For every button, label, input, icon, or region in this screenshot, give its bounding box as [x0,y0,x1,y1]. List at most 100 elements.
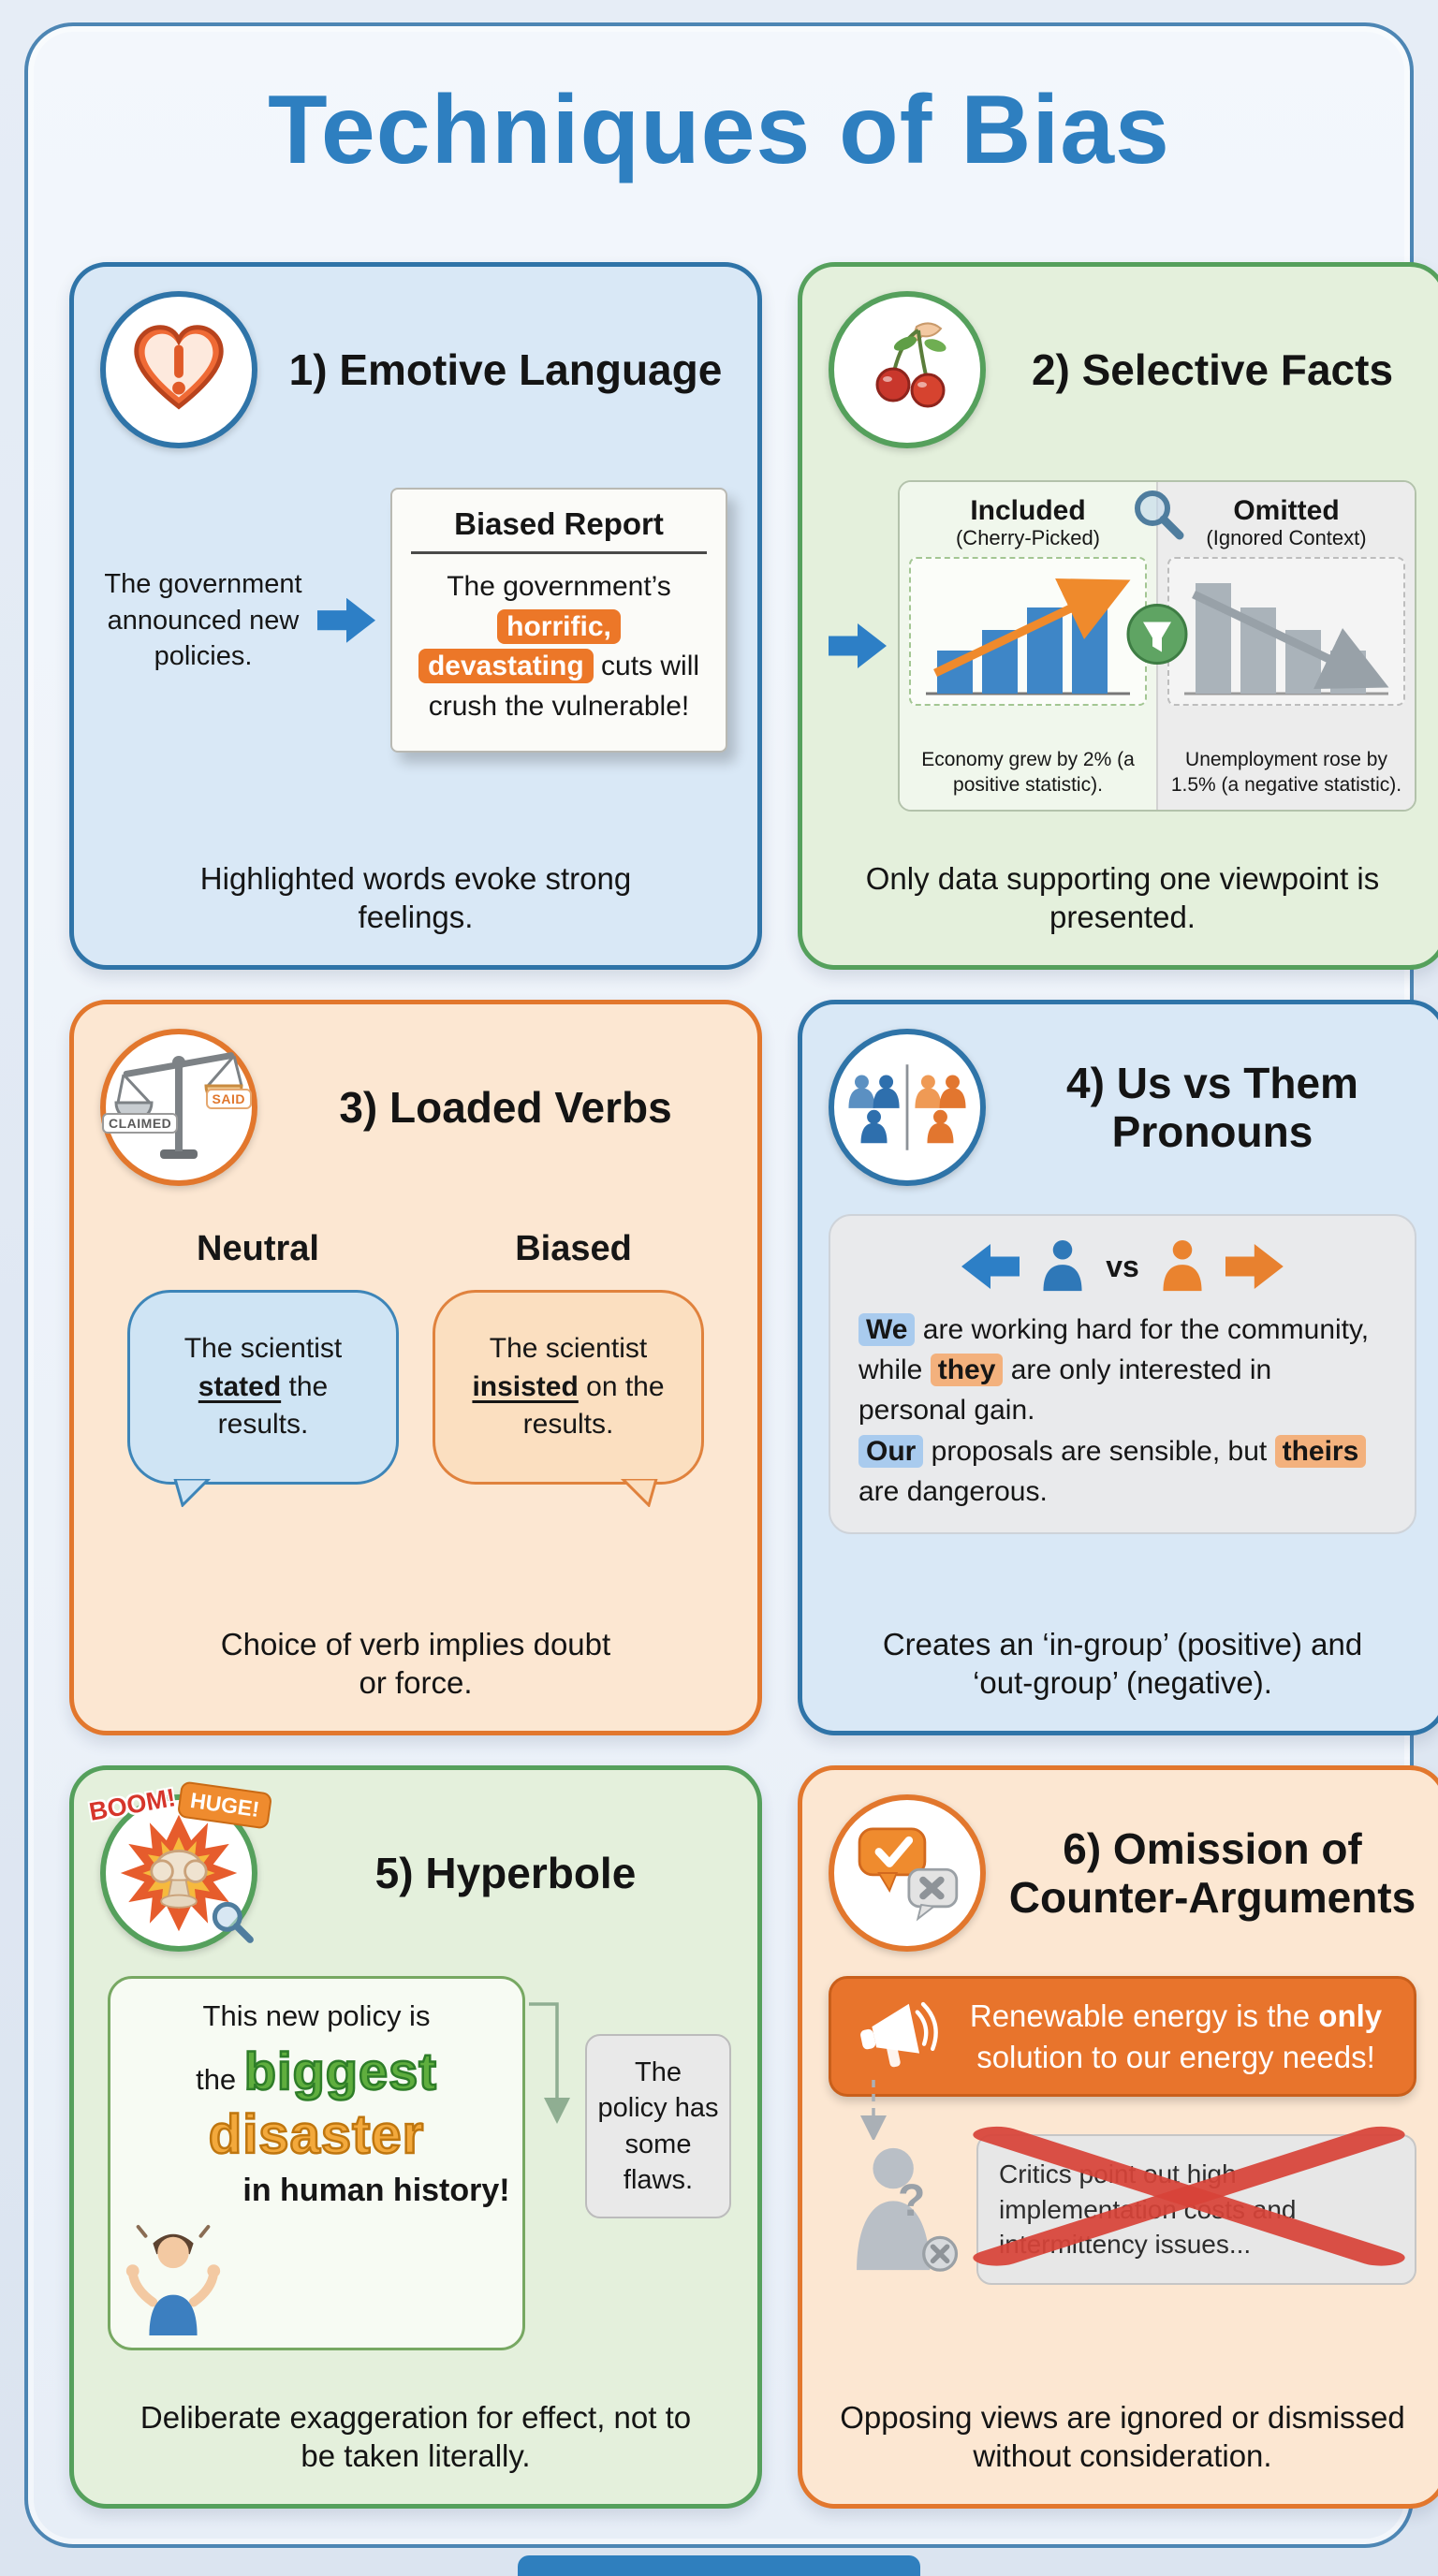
panel1-body: The government announced new policies. B… [100,488,731,754]
word-disaster: disaster [208,2103,425,2167]
cherry-picking-icon [829,291,986,448]
arrow-right-icon [1225,1244,1284,1289]
omitted-note: Unemployment rose by 1.5% (a negative st… [1170,749,1402,797]
report-text: The government’s horrific, devastating c… [407,567,711,726]
vs-illustration: vs [858,1238,1387,1295]
panel-omission: 6) Omission of Counter-Arguments Renewab… [798,1765,1438,2509]
panel2-title: 2) Selective Facts [1031,344,1394,394]
panel4-title: 4) Us vs Them Pronouns [1066,1058,1358,1156]
bubble-tail [173,1479,211,1507]
panel2-caption: Only data supporting one viewpoint is pr… [865,860,1380,935]
question-mark: ? [898,2176,926,2227]
verb-column-labels: Neutral Biased [100,1229,731,1269]
included-panel: Included (Cherry-Picked) [900,482,1158,810]
critics-box: Critics point out high implementation co… [973,2127,1416,2285]
poster-title: Techniques of Bias [268,76,1170,184]
neutral-label: Neutral [197,1229,319,1268]
funnel-icon [1126,603,1188,669]
trend-up-chart [909,557,1147,707]
connector-arrow [529,2002,570,2124]
claim-only: only [1318,1998,1383,2033]
neutral-speech-bubble: The scientist stated the results. [127,1290,399,1507]
pronoun-they: they [930,1354,1004,1387]
us-vs-them-box: vs We are working hard for the community… [829,1214,1416,1534]
panel-selective-facts: 2) Selective Facts [798,262,1438,970]
arrow-right-icon [317,597,375,643]
panel-us-vs-them: 4) Us vs Them Pronouns vs [798,1000,1438,1735]
footer-accent-bar [518,2555,920,2576]
panel5-caption: Deliberate exaggeration for effect, not … [139,2399,692,2474]
biased-verb: insisted [472,1370,579,1402]
dismissed-row: ? Critics point out high implementation … [829,2080,1416,2285]
scale-label-said: SAID [205,1089,252,1109]
shocked-person-icon [118,2217,228,2342]
included-header: Included (Cherry-Picked) [955,495,1101,549]
red-cross-icon [973,2127,1405,2266]
heart-icon [134,325,224,410]
biased-report-note: Biased Report The government’s horrific,… [390,488,727,754]
explosion-icon: BOOM! HUGE! [87,1780,273,1952]
pronoun-theirs: theirs [1274,1434,1367,1468]
panel5-title: 5) Hyperbole [374,1848,637,1897]
highlight-devastating: devastating [418,649,594,684]
speech-bubbles-row: The scientist stated the results. The sc… [100,1290,731,1507]
facts-box: Included (Cherry-Picked) [898,480,1416,812]
reality-note: The policy has some flaws. [585,2034,731,2219]
pronoun-we: We [858,1313,916,1346]
panel-loaded-verbs: CLAIMED SAID 3) Loaded Verbs Neutral Bia… [69,1000,762,1735]
magnifier-icon [207,1896,256,1950]
megaphone-icon [860,2001,938,2067]
arrow-left-icon [961,1244,1020,1289]
highlight-horrific: horrific, [497,608,621,644]
panel2-header: 2) Selective Facts [829,291,1416,448]
bubble-tail [621,1479,658,1507]
source-text: The government announced new policies. [104,569,302,671]
arrow-right-icon [829,623,887,668]
panel2-body: Included (Cherry-Picked) [829,480,1416,812]
hyperbole-line1: This new policy is [202,1999,431,2032]
panel4-header: 4) Us vs Them Pronouns [829,1029,1416,1186]
panel1-title: 1) Emotive Language [288,344,723,394]
panel6-header: 6) Omission of Counter-Arguments [829,1794,1416,1952]
scales-icon: CLAIMED SAID [100,1029,257,1186]
doubt-person-icon: ? [842,2138,965,2280]
heart-alert-icon [100,291,257,448]
us-vs-them-text: We are working hard for the community, w… [858,1313,1370,1507]
word-biggest: biggest [243,2041,438,2102]
person-blue-icon [1043,1240,1082,1292]
included-note: Economy grew by 2% (a positive statistic… [921,749,1135,797]
poster-frame: Techniques of Bias 1) Emotive Language [24,22,1438,2548]
panel4-caption: Creates an ‘in-group’ (positive) and ‘ou… [882,1626,1363,1701]
report-title: Biased Report [411,506,707,554]
claim-text: Renewable energy is the only solution to… [969,1998,1383,2074]
panel5-header: BOOM! HUGE! [87,1780,731,1952]
speech-bubbles-icon [829,1794,986,1952]
panel1-header: 1) Emotive Language [100,291,731,448]
claim-box: Renewable energy is the only solution to… [829,1976,1416,2098]
panel1-caption: Highlighted words evoke strong feelings. [199,860,632,935]
trend-down-chart [1167,557,1405,707]
panel6-caption: Opposing views are ignored or dismissed … [840,2399,1405,2474]
omitted-header: Omitted (Ignored Context) [1206,495,1367,549]
cherries-icon [875,322,946,408]
people-groups-icon [829,1029,986,1186]
biased-speech-bubble: The scientist insisted on the results. [433,1290,704,1507]
person-orange-icon [1163,1240,1202,1292]
panel-hyperbole: BOOM! HUGE! [69,1765,762,2509]
panel3-title: 3) Loaded Verbs [339,1082,672,1132]
dashed-connector [860,2080,887,2141]
panel6-title: 6) Omission of Counter-Arguments [1008,1823,1416,1922]
vs-label: vs [1106,1249,1139,1283]
magnifier-icon [1128,484,1186,547]
panel-emotive-language: 1) Emotive Language The government annou… [69,262,762,970]
scale-label-claimed: CLAIMED [102,1113,179,1134]
panel3-caption: Choice of verb implies doubt or force. [220,1626,611,1701]
neutral-verb: stated [198,1370,282,1402]
biased-label: Biased [515,1229,632,1268]
omitted-panel: Omitted (Ignored Context) [1158,482,1415,810]
pronoun-our: Our [858,1434,924,1468]
